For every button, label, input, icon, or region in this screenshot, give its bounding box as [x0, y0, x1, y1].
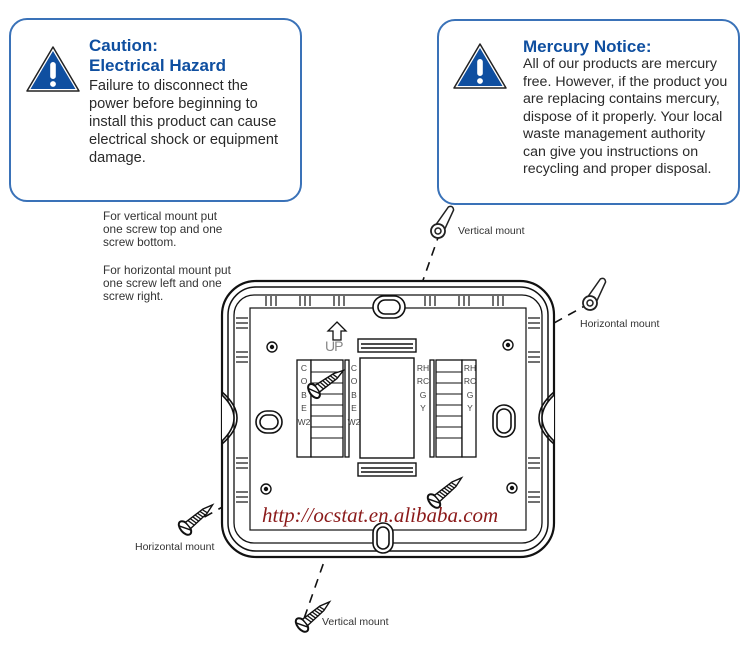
terminal-label: C: [350, 363, 358, 373]
mercury-title: Mercury Notice:: [523, 37, 652, 56]
vertical-mount-label-top: Vertical mount: [458, 225, 525, 237]
terminal-label: E: [301, 403, 307, 414]
side-notches: [221, 391, 555, 445]
watermark-url: http://ocstat.en.alibaba.com: [262, 503, 499, 527]
mercury-body: All of our products are mercury free. Ho…: [523, 56, 728, 177]
terminal-label: Y: [420, 403, 426, 414]
terminal-blocks: [296, 359, 477, 458]
terminal-label: O: [300, 376, 308, 387]
terminal-label: W2: [347, 416, 361, 427]
terminal-slots: [311, 371, 462, 439]
terminal-label: C: [300, 363, 308, 373]
mercury-notice: Mercury Notice: All of our products are …: [437, 19, 740, 205]
caution-title-line2: Electrical Hazard: [89, 56, 227, 75]
terminal-label: G: [419, 389, 427, 400]
warning-triangle-icon: [26, 46, 80, 92]
up-arrow-icon: [326, 321, 348, 341]
vertical-mount-instructions: For vertical mount put one screw top and…: [103, 209, 223, 249]
terminal-label: B: [351, 389, 357, 400]
vertical-mount-label-bottom: Vertical mount: [322, 616, 389, 628]
screw-horizontal-left: [175, 497, 219, 539]
terminal-label: RH: [416, 363, 430, 373]
mounting-slots: [255, 295, 516, 554]
terminal-label: RH: [463, 363, 477, 373]
terminal-label: G: [466, 389, 474, 400]
center-bars: [357, 338, 417, 477]
terminal-label: RC: [416, 376, 430, 387]
terminal-label: W2: [297, 416, 311, 427]
caution-title: Caution: Electrical Hazard: [89, 36, 226, 76]
terminal-label: O: [350, 376, 358, 387]
horizontal-mount-label-left: Horizontal mount: [135, 541, 215, 553]
screw-vertical-bottom: [292, 594, 336, 636]
terminal-label: E: [351, 403, 357, 414]
terminal-label: RC: [463, 376, 477, 387]
screw-holes: [260, 339, 518, 495]
anchor-vertical-top: [427, 202, 459, 242]
caution-body: Failure to disconnect the power before b…: [89, 78, 278, 166]
horizontal-mount-instructions: For horizontal mount put one screw left …: [103, 263, 231, 303]
up-label: UP: [325, 338, 343, 354]
plate-ribs: [236, 296, 540, 503]
horizontal-mount-label-right: Horizontal mount: [580, 318, 660, 330]
anchor-horizontal-right: [579, 274, 611, 314]
caution-title-line1: Caution:: [89, 36, 158, 55]
terminal-label: Y: [467, 403, 473, 414]
warning-triangle-icon: [453, 43, 507, 89]
caution-notice: Caution: Electrical Hazard Failure to di…: [9, 18, 302, 202]
terminal-label: B: [301, 389, 307, 400]
